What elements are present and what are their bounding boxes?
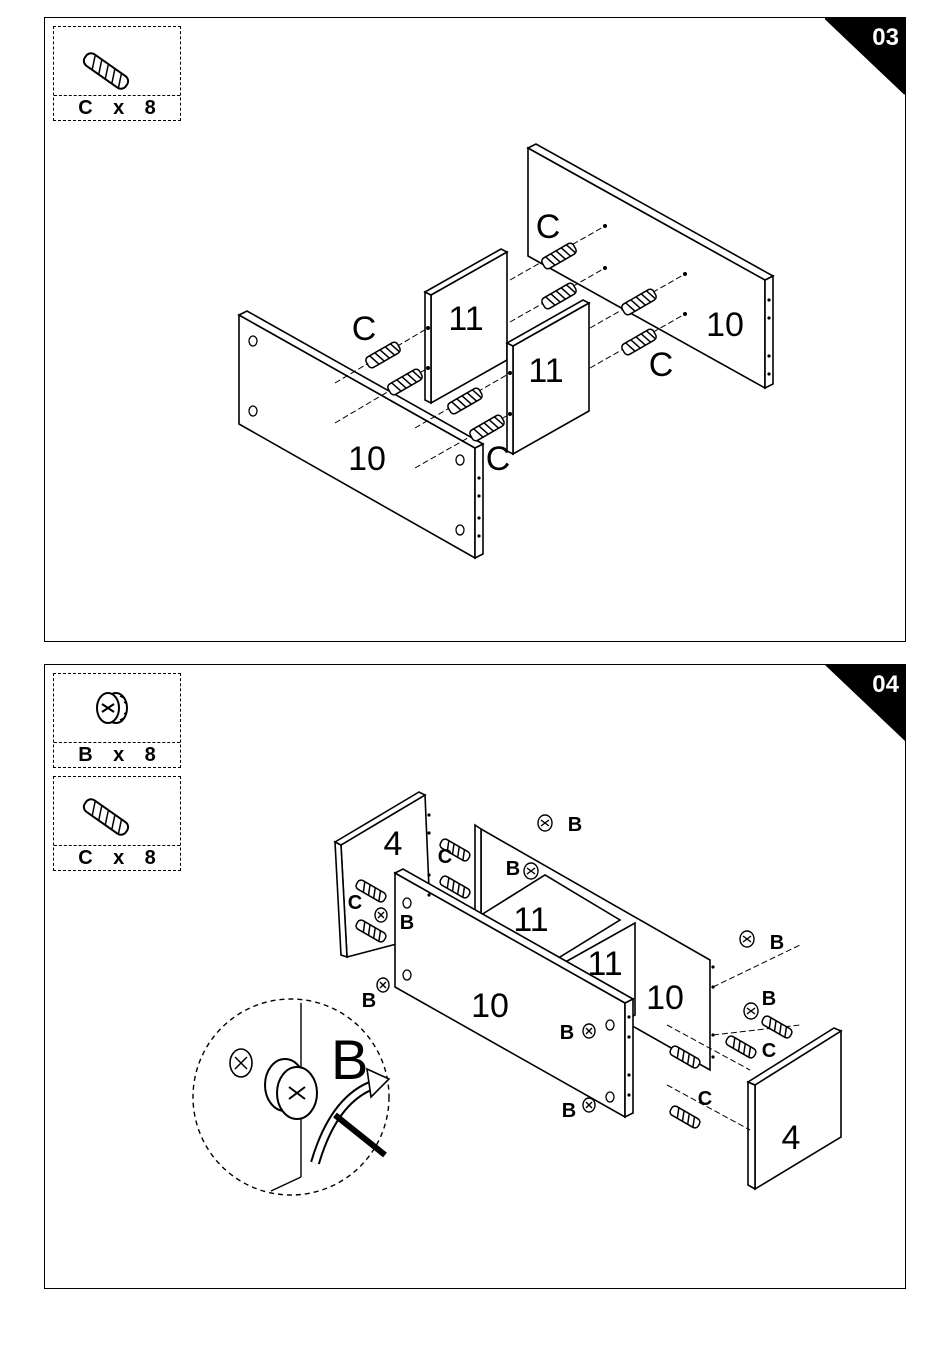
left-side-label: 4: [384, 825, 403, 863]
dowel-label: C: [438, 846, 452, 868]
front-panel-label: 10: [348, 440, 386, 478]
dowel-label: C: [348, 892, 362, 914]
front-panel-label: 10: [471, 987, 509, 1025]
cam-label: B: [762, 988, 776, 1010]
cam-label: B: [560, 1022, 574, 1044]
right-side-label: 4: [782, 1119, 801, 1157]
cam-label: B: [770, 932, 784, 954]
step-03-assembly-drawing: 10 10 11 11 C C C C: [45, 18, 907, 643]
dowel-callout: C: [486, 440, 511, 478]
step-03-panel: C x 8 03: [44, 17, 906, 642]
cam-label: B: [568, 814, 582, 836]
cam-label: B: [362, 990, 376, 1012]
dowel-callout: C: [536, 208, 561, 246]
dowel-label: C: [762, 1040, 776, 1062]
step-04-panel: B x 8 C x 8 04: [44, 664, 906, 1289]
divider-left-label: 11: [513, 901, 548, 939]
divider-left-label: 11: [448, 300, 483, 338]
dowel-callout: C: [649, 346, 674, 384]
cam-label: B: [400, 912, 414, 934]
dowel-callout: C: [352, 310, 377, 348]
detail-label: B: [331, 1028, 368, 1091]
divider-right-label: 11: [587, 945, 622, 983]
back-panel-label: 10: [646, 979, 684, 1017]
divider-right-label: 11: [528, 352, 563, 390]
cam-lock-detail-callout: B: [193, 999, 389, 1195]
back-panel-label: 10: [706, 306, 744, 344]
cam-label: B: [506, 858, 520, 880]
step-04-assembly-drawing: B 4 4 10 10 11 11 B B B B B B B B C C C …: [45, 665, 907, 1290]
cam-label: B: [562, 1100, 576, 1122]
dowel-label: C: [698, 1088, 712, 1110]
